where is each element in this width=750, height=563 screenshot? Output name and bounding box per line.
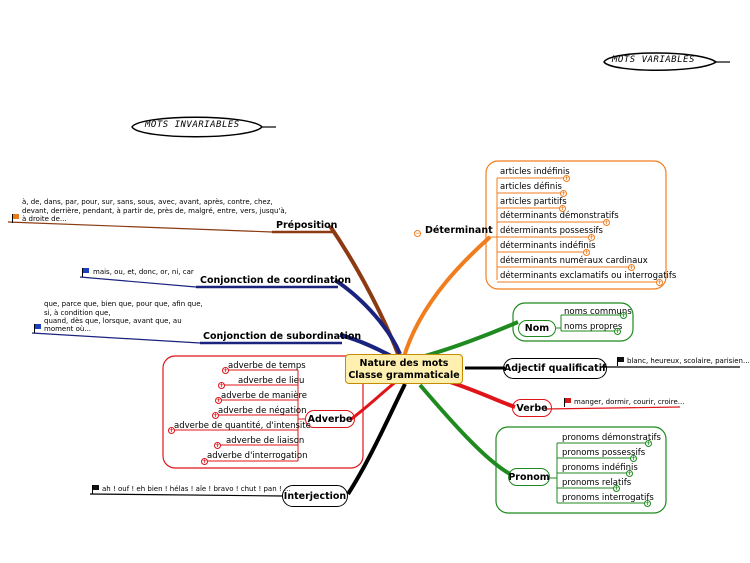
plus-icon[interactable]: +: [218, 382, 225, 389]
subordination-node[interactable]: Conjonction de subordination: [203, 331, 362, 342]
link-verbe: [449, 380, 516, 409]
expand-icon[interactable]: −: [414, 230, 421, 237]
subordination-note-line-1: que, parce que, bien que, pour que, afin…: [44, 300, 203, 308]
coordination-note: mais, ou, et, donc, or, ni, car: [93, 268, 194, 276]
coordination-node[interactable]: Conjonction de coordination: [200, 275, 352, 286]
adverbe-item-3[interactable]: adverbe de manière: [221, 391, 308, 401]
preposition-node[interactable]: Préposition: [276, 220, 338, 231]
plus-icon[interactable]: +: [214, 442, 221, 449]
nom-node[interactable]: Nom: [518, 320, 556, 337]
preposition-note-line-1: à, de, dans, par, pour, sur, sans, sous,…: [22, 198, 273, 206]
adverbe-item-4[interactable]: adverbe de négation: [218, 406, 307, 416]
adverbe-node[interactable]: Adverbe: [305, 410, 355, 428]
plus-icon[interactable]: +: [620, 312, 627, 319]
determinant-item-3[interactable]: articles partitifs: [500, 197, 567, 207]
adjectif-node[interactable]: Adjectif qualificatif: [503, 358, 607, 379]
plus-icon[interactable]: +: [656, 279, 663, 286]
adverbe-group-box: [162, 355, 364, 469]
verbe-node[interactable]: Verbe: [512, 399, 552, 417]
plus-icon[interactable]: +: [588, 234, 595, 241]
center-title: Nature des mots: [359, 358, 449, 369]
pronom-node[interactable]: Pronom: [508, 468, 550, 486]
pronom-item-2[interactable]: pronoms possessifs: [562, 448, 646, 458]
plus-icon[interactable]: +: [614, 328, 621, 335]
flag-icon: [34, 324, 41, 333]
adjectif-note: blanc, heureux, scolaire, parisien...: [627, 357, 750, 365]
preposition-note-line-3: à droite de...: [22, 215, 67, 223]
determinant-item-2[interactable]: articles définis: [500, 182, 562, 192]
pronom-item-4[interactable]: pronoms relatifs: [562, 478, 632, 488]
plus-icon[interactable]: +: [613, 485, 620, 492]
plus-icon[interactable]: +: [212, 412, 219, 419]
adverbe-item-6[interactable]: adverbe de liaison: [226, 436, 305, 446]
link-determinant: [401, 235, 492, 361]
plus-icon[interactable]: +: [645, 440, 652, 447]
plus-icon[interactable]: +: [628, 264, 635, 271]
plus-icon[interactable]: +: [201, 458, 208, 465]
plus-icon[interactable]: +: [603, 219, 610, 226]
pronom-item-5[interactable]: pronoms interrogatifs: [562, 493, 654, 503]
pronom-item-1[interactable]: pronoms démonstratifs: [562, 433, 661, 443]
flag-icon: [82, 268, 89, 277]
pronom-item-3[interactable]: pronoms indéfinis: [562, 463, 638, 473]
flag-icon: [564, 398, 571, 407]
preposition-note-line-2: devant, derrière, pendant, à partir de, …: [22, 207, 287, 215]
plus-icon[interactable]: +: [644, 500, 651, 507]
flag-icon: [617, 357, 624, 366]
determinant-group-box: [485, 160, 667, 290]
flag-icon: [92, 485, 99, 494]
pronom-group-box: [495, 426, 667, 514]
nom-item-2[interactable]: noms propres: [564, 322, 623, 332]
plus-icon[interactable]: +: [215, 397, 222, 404]
center-subtitle: Classe grammaticale: [348, 370, 460, 381]
adverbe-item-2[interactable]: adverbe de lieu: [238, 376, 305, 386]
plus-icon[interactable]: +: [563, 175, 570, 182]
nom-group-box: [512, 302, 634, 342]
plus-icon[interactable]: +: [583, 249, 590, 256]
adverbe-item-1[interactable]: adverbe de temps: [228, 361, 306, 371]
verbe-note: manger, dormir, courir, croire...: [574, 398, 685, 406]
determinant-node[interactable]: Déterminant: [425, 225, 493, 236]
determinant-item-8[interactable]: déterminants exclamatifs ou interrogatif…: [500, 271, 677, 281]
plus-icon[interactable]: +: [559, 205, 566, 212]
adverbe-item-5[interactable]: adverbe de quantité, d'intensité: [174, 421, 311, 431]
interjection-node[interactable]: Interjection: [282, 485, 348, 507]
nom-item-1[interactable]: noms communs: [564, 307, 632, 317]
plus-icon[interactable]: +: [626, 470, 633, 477]
link-coordination: [333, 278, 402, 355]
plus-icon[interactable]: +: [560, 190, 567, 197]
flag-icon: [12, 214, 19, 223]
link-pronom: [418, 383, 511, 476]
interjection-note: ah ! ouf ! eh bien ! hélas ! aïe ! bravo…: [102, 485, 291, 493]
header-mots-invariables: MOTS INVARIABLES: [145, 120, 240, 130]
plus-icon[interactable]: +: [630, 455, 637, 462]
subordination-note-line-3: quand, dès que, lorsque, avant que, au: [44, 317, 182, 325]
subordination-note-line-4: moment où...: [44, 325, 92, 333]
determinant-item-7[interactable]: déterminants numéraux cardinaux: [500, 256, 648, 266]
header-mots-variables: MOTS VARIABLES: [612, 55, 695, 65]
subordination-note-line-2: si, à condition que,: [44, 309, 111, 317]
plus-icon[interactable]: +: [168, 427, 175, 434]
determinant-item-4[interactable]: déterminants démonstratifs: [500, 211, 619, 221]
determinant-item-6[interactable]: déterminants indéfinis: [500, 241, 596, 251]
determinant-item-5[interactable]: déterminants possessifs: [500, 226, 603, 236]
plus-icon[interactable]: +: [222, 367, 229, 374]
determinant-item-1[interactable]: articles indéfinis: [500, 167, 570, 177]
adverbe-item-7[interactable]: adverbe d'interrogation: [207, 451, 308, 461]
center-node[interactable]: Nature des mots Classe grammaticale: [345, 354, 463, 384]
link-interjection: [346, 383, 407, 496]
